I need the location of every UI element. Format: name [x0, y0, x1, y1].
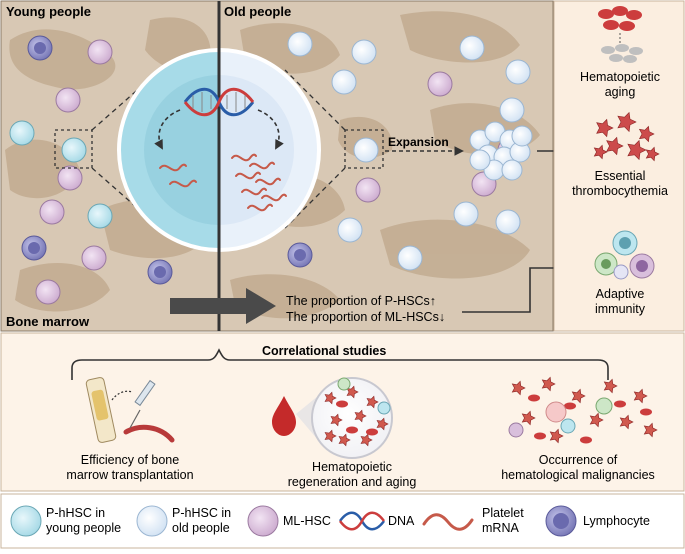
- bone-marrow-cell: [55, 87, 81, 113]
- bone-marrow-cell: [87, 39, 113, 65]
- bone-marrow-cell: [337, 217, 363, 243]
- platelet-mrna-old: [231, 153, 287, 212]
- bone-marrow-label: Bone marrow: [6, 314, 90, 329]
- hematopoietic-aging-line2: aging: [605, 85, 636, 99]
- correlational-item-2-line1: Hematopoietic: [312, 460, 392, 474]
- immune-cells-icon: [594, 230, 655, 280]
- hematopoietic-aging-line1: Hematopoietic: [580, 70, 660, 84]
- correlational-item-2-line2: regeneration and aging: [288, 475, 417, 489]
- dna-icon: [183, 87, 255, 117]
- correlational-item-3-line1: Occurrence of: [539, 453, 618, 467]
- bone-marrow-cell: [505, 59, 531, 85]
- bone-marrow-cell: [453, 201, 479, 227]
- bone-marrow-cell: [331, 69, 357, 95]
- adaptive-immunity-line1: Adaptive: [596, 287, 645, 301]
- expanded-cell-cluster: [469, 121, 533, 181]
- legend-phsc-young-line1: P-hHSC in: [46, 506, 105, 520]
- syringe-icon: [85, 377, 175, 443]
- legend: P-hHSC in young people P-hHSC in old peo…: [0, 493, 685, 549]
- legend-dna-icon: [338, 511, 386, 531]
- bone-marrow-cell: [57, 165, 83, 191]
- thrombocythemia-line1: Essential: [595, 169, 646, 183]
- legend-phsc-old-line2: old people: [172, 521, 230, 535]
- correlational-panel: Correlational studies Efficiency of bone…: [0, 332, 685, 492]
- legend-platelet-line1: Platelet: [482, 506, 524, 520]
- bone-marrow-cell: [287, 31, 313, 57]
- red-blood-cell-icon: [598, 6, 643, 63]
- bone-marrow-cell: [35, 279, 61, 305]
- legend-mlhsc-swatch: [247, 505, 279, 537]
- bone-marrow-cell: [87, 203, 113, 229]
- bone-marrow-cell: [351, 39, 377, 65]
- thrombocythemia-line2: thrombocythemia: [572, 184, 668, 198]
- platelet-icon: [593, 111, 660, 162]
- legend-lymphocyte-label: Lymphocyte: [583, 514, 650, 528]
- outcome-panel: Hematopoietic aging Essential thrombocyt…: [553, 0, 685, 332]
- bone-marrow-cell: [355, 177, 381, 203]
- legend-mlhsc-label: ML-HSC: [283, 514, 331, 528]
- legend-platelet-mrna-icon: [422, 513, 474, 531]
- bone-marrow-cells: [9, 31, 531, 305]
- malignancy-cells-icon: [508, 376, 658, 444]
- proportion-phsc-text: The proportion of P-HSCs↑: [286, 294, 436, 308]
- adaptive-immunity-line2: immunity: [595, 302, 646, 316]
- bone-marrow-cell: [427, 71, 453, 97]
- correlational-studies-title: Correlational studies: [262, 344, 386, 358]
- bone-marrow-cell: [81, 245, 107, 271]
- magnifier-icon: [311, 377, 393, 459]
- bone-marrow-cell: [499, 97, 525, 123]
- legend-phsc-young-line2: young people: [46, 521, 121, 535]
- old-people-title: Old people: [224, 4, 291, 19]
- bone-marrow-cell: [397, 245, 423, 271]
- legend-platelet-line2: mRNA: [482, 521, 519, 535]
- correlational-item-1-line1: Efficiency of bone: [81, 453, 179, 467]
- proportion-arrow: [170, 288, 276, 324]
- expansion-label: Expansion: [388, 135, 449, 149]
- bone-marrow-cell: [459, 35, 485, 61]
- magnified-cell: [54, 48, 384, 252]
- legend-dna-label: DNA: [388, 514, 415, 528]
- legend-phsc-old-swatch: [136, 505, 168, 537]
- bone-marrow-cell: [353, 137, 379, 163]
- proportion-mlhsc-text: The proportion of ML-HSCs↓: [286, 310, 445, 324]
- blood-drop-icon: [272, 396, 296, 436]
- bone-marrow-cell: [495, 209, 521, 235]
- bone-marrow-cell: [39, 199, 65, 225]
- legend-phsc-old-line1: P-hHSC in: [172, 506, 231, 520]
- correlational-item-3-line2: hematological malignancies: [501, 468, 655, 482]
- bone-marrow-cell: [61, 137, 87, 163]
- bone-marrow-cell: [9, 120, 35, 146]
- platelet-mrna-young: [159, 163, 197, 188]
- correlational-item-1-line2: marrow transplantation: [66, 468, 193, 482]
- young-people-title: Young people: [6, 4, 91, 19]
- expansion-group: Expansion: [385, 121, 533, 181]
- legend-phsc-young-swatch: [10, 505, 42, 537]
